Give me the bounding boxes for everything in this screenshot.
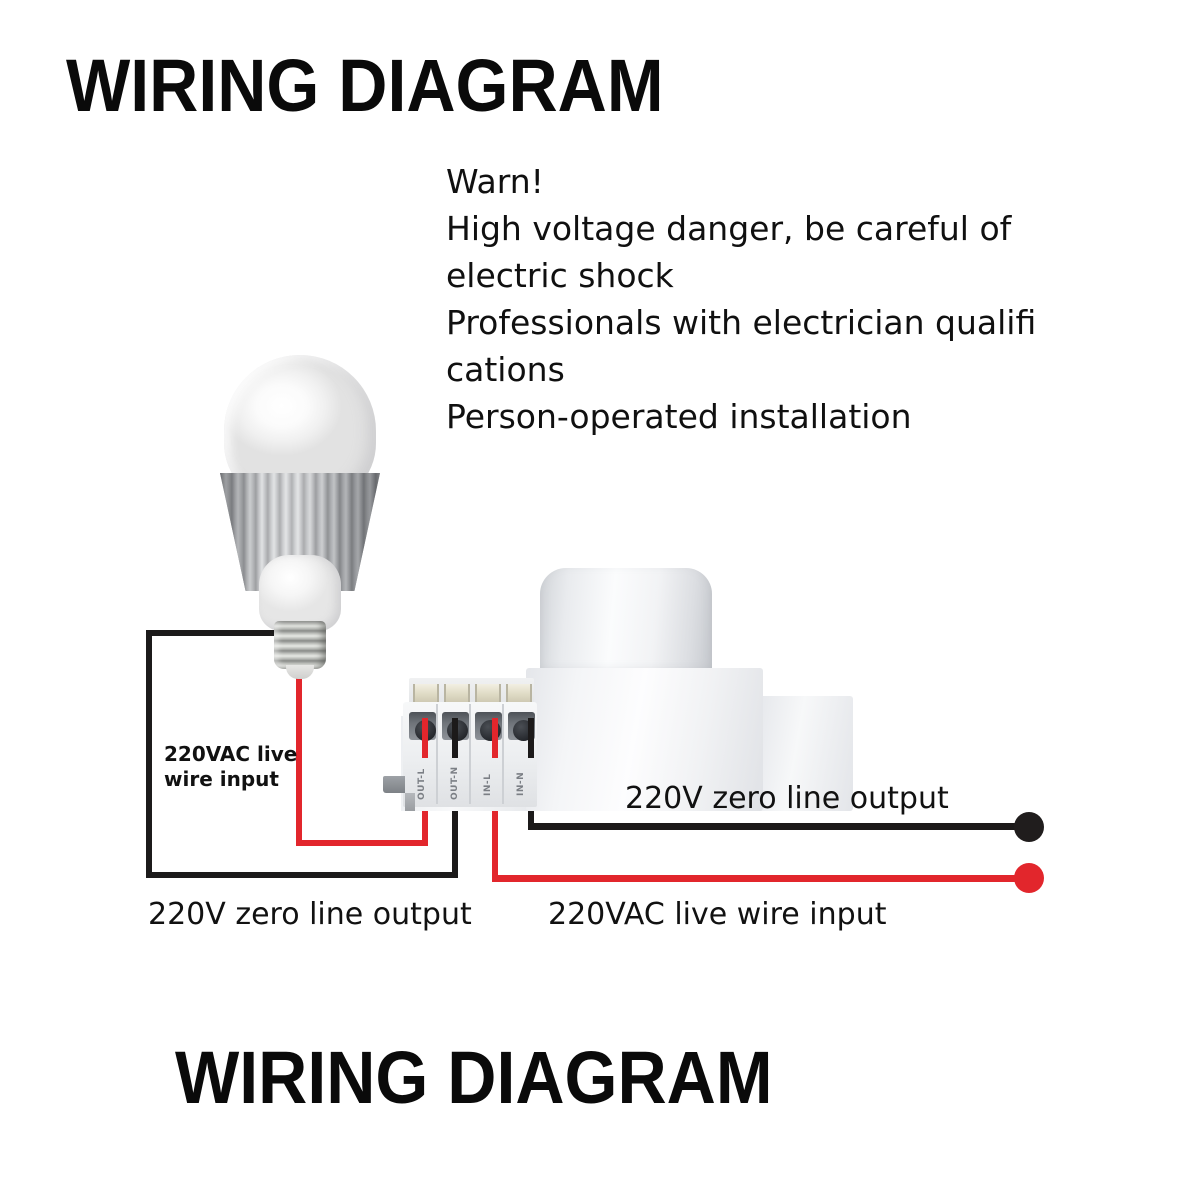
page-title-top: WIRING DIAGRAM: [66, 44, 664, 127]
callout-zero-line-right: 220V zero line output: [625, 781, 949, 816]
wire-neutral-output-horizontal: [528, 823, 1029, 830]
wire-live-input-vertical: [492, 742, 498, 882]
sensor-dome: [540, 568, 712, 676]
warning-line-1: Warn!: [446, 162, 544, 201]
wire-stub-terminal3-live: [492, 718, 498, 758]
terminal-label-3: IN-L: [483, 773, 493, 796]
warning-line-3: electric shock: [446, 256, 674, 295]
terminal-divider-2: [469, 704, 471, 804]
sensor-body-right-step: [760, 696, 853, 811]
sensor-mount-stem: [405, 793, 415, 811]
wire-live-bulb-horizontal: [296, 840, 428, 846]
wire-neutral-bulb-top: [146, 630, 292, 636]
callout-zero-line-bottom: 220V zero line output: [148, 897, 472, 932]
callout-bulb-live-line2: wire input: [164, 767, 279, 791]
terminal-slot-3: [475, 684, 501, 702]
warning-line-2: High voltage danger, be careful of: [446, 209, 1012, 248]
wire-neutral-bottom-horizontal: [146, 872, 458, 878]
wire-stub-terminal1-live: [422, 718, 428, 758]
terminal-label-2: OUT-N: [450, 766, 460, 800]
wire-stub-terminal2-neutral: [452, 718, 458, 758]
wire-stub-terminal4-neutral: [528, 718, 534, 758]
terminal-slot-2: [444, 684, 470, 702]
warning-line-5: cations: [446, 350, 565, 389]
warning-line-6: Person-operated installation: [446, 397, 912, 436]
warning-text-block: Warn! High voltage danger, be careful of…: [446, 158, 1066, 440]
callout-live-wire-bottom: 220VAC live wire input: [548, 897, 887, 932]
terminal-label-1: OUT-L: [417, 768, 427, 800]
warning-line-4: Professionals with electrician qualifi: [446, 303, 1037, 342]
wire-live-bulb-drop: [296, 660, 302, 846]
page-title-bottom: WIRING DIAGRAM: [175, 1036, 773, 1119]
sensor-mount-tab: [383, 776, 405, 793]
terminal-divider-3: [502, 704, 504, 804]
bulb-lower-collar: [259, 555, 341, 631]
terminal-slot-1: [413, 684, 439, 702]
terminal-label-4: IN-N: [516, 771, 526, 796]
bulb-base-tip: [286, 665, 314, 679]
callout-bulb-live-line1: 220VAC live: [164, 742, 298, 766]
terminal-slot-4: [506, 684, 532, 702]
wire-neutral-left-vertical: [146, 630, 152, 878]
sensor-body-main: [526, 668, 763, 811]
wire-live-input-horizontal: [492, 875, 1029, 882]
bulb-edison-screw-base: [274, 621, 326, 669]
endpoint-neutral-output: [1014, 812, 1044, 842]
led-light-bulb: [212, 355, 388, 679]
endpoint-live-input: [1014, 863, 1044, 893]
terminal-divider-1: [436, 704, 438, 804]
motion-sensor-module: OUT-L OUT-N IN-L IN-N: [383, 568, 853, 818]
